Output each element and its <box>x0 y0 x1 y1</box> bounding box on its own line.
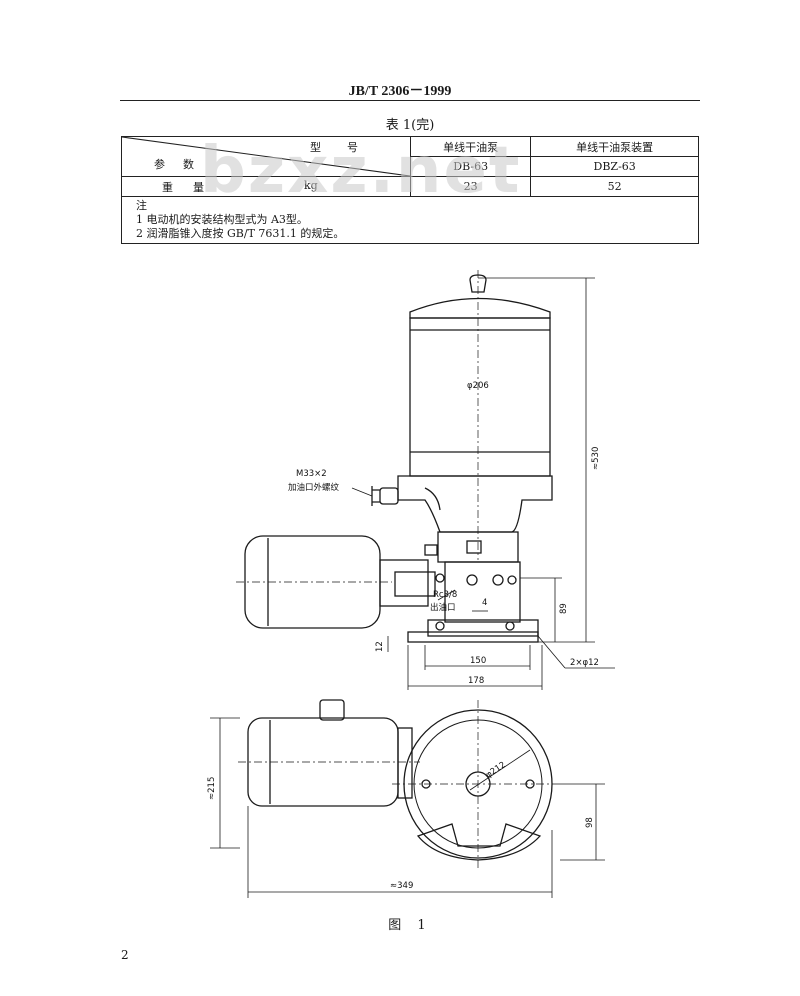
note-2: 2 润滑脂锥入度按 GB/T 7631.1 的规定。 <box>136 227 345 240</box>
notes-cell: 注 1 电动机的安装结构型式为 A3型。 2 润滑脂锥入度按 GB/T 7631… <box>121 196 699 244</box>
table-weight-row: 重量 kg 23 52 <box>121 176 699 197</box>
label-dim-215: ≈215 <box>207 777 217 800</box>
label-thread: M33×2 <box>296 469 327 479</box>
figure-caption: 图 1 <box>388 918 432 933</box>
label-dim-4: 4 <box>482 598 487 608</box>
label-height-530: ≈530 <box>591 447 601 470</box>
pump-base-block <box>444 561 521 623</box>
weight-label-cell: 重量 kg <box>121 176 411 197</box>
diag-label-model: 型号 <box>310 141 384 154</box>
table-model-row: DB-63 DBZ-63 <box>122 156 699 177</box>
label-diameter-212: φ212 <box>484 760 508 781</box>
label-dim-349: ≈349 <box>390 881 413 891</box>
model-pump: DB-63 <box>409 156 532 177</box>
weight-unit: kg <box>304 179 318 192</box>
table-notes-row: 注 1 电动机的安装结构型式为 A3型。 2 润滑脂锥入度按 GB/T 7631… <box>121 196 699 244</box>
page-number: 2 <box>121 948 129 962</box>
terminal-box <box>319 699 345 721</box>
label-outlet-thread: Rc3/8 <box>433 590 457 600</box>
label-dim-89: 89 <box>559 603 569 614</box>
lid-knob <box>469 274 487 293</box>
col-header-pump-unit: 单线干油泵装置 <box>530 136 699 157</box>
label-holes: 2×φ12 <box>570 658 599 668</box>
weight-label: 重量 <box>162 181 224 194</box>
note-title: 注 <box>136 199 147 212</box>
note-1: 1 电动机的安装结构型式为 A3型。 <box>136 213 308 226</box>
lid <box>409 297 551 319</box>
label-dim-98: 98 <box>585 817 595 828</box>
label-dim-178: 178 <box>468 676 484 686</box>
pump-housing <box>397 475 553 533</box>
label-fill-port: 加油口外螺纹 <box>288 482 340 493</box>
standard-number: JB/T 2306－1999 <box>348 84 452 99</box>
header-rule <box>120 100 700 101</box>
label-outlet: 出油口 <box>430 602 456 613</box>
motor-flange <box>379 559 429 607</box>
weight-pump: 23 <box>409 176 532 197</box>
label-diameter-206: φ206 <box>467 381 489 391</box>
base-plate-top <box>416 823 542 861</box>
diagonal-line <box>122 137 410 176</box>
diag-label-params: 参数 <box>154 158 212 171</box>
fill-port-fitting <box>379 487 399 505</box>
mounting-foot <box>427 619 539 637</box>
label-dim-12: 12 <box>375 641 385 652</box>
table-caption: 表 1(完) <box>385 118 435 133</box>
label-dim-150: 150 <box>470 656 486 666</box>
spec-table: 型号 参数 单线干油泵 单线干油泵装置 DB-63 DBZ-63 重量 kg 2… <box>121 136 699 244</box>
